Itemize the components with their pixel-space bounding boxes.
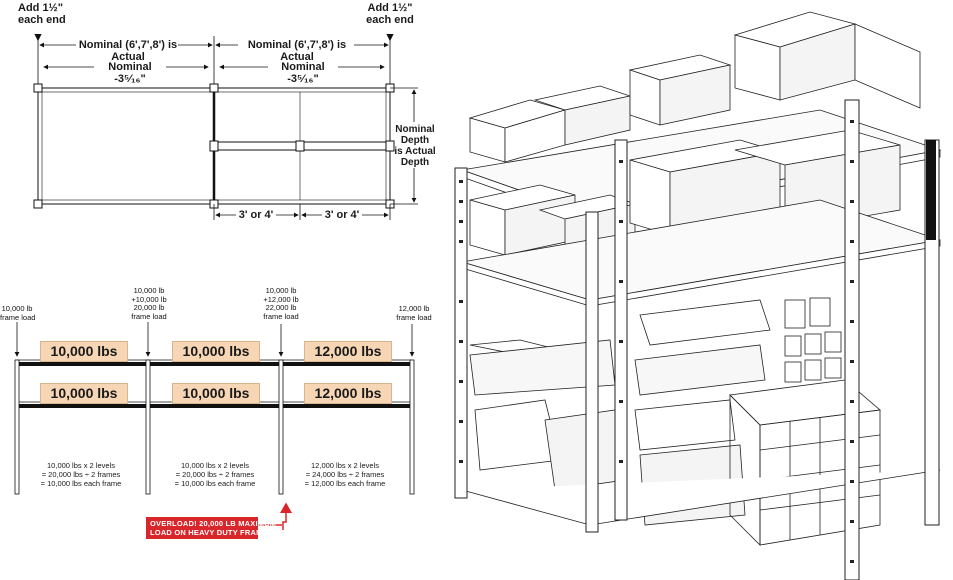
frame-note-1: 10,000 lb frame load	[0, 304, 36, 322]
calc-bay-1: 10,000 lbs x 2 levels = 20,000 lbs ÷ 2 f…	[40, 461, 122, 488]
load-box-bottom-3: 12,000 lbs	[304, 383, 392, 404]
load-box-top-3: 12,000 lbs	[304, 341, 392, 362]
calc-bay-3: 12,000 lbs x 2 levels = 24,000 lbs ÷ 2 f…	[304, 461, 386, 488]
nominal-actual-left-label: Nominal (6',7',8') is Actual	[78, 39, 178, 63]
depth-option-right-label: 3' or 4'	[324, 209, 360, 221]
depth-label: Nominal Depth is Actual Depth	[394, 124, 436, 168]
overload-warning-badge: OVERLOAD! 20,000 LB MAXIMUM LOAD ON HEAV…	[146, 517, 276, 539]
frame-note-4: 12,000 lb frame load	[396, 304, 432, 322]
calc-bay-2: 10,000 lbs x 2 levels = 20,000 lbs ÷ 2 f…	[174, 461, 256, 488]
depth-option-left-label: 3' or 4'	[238, 209, 274, 221]
load-box-bottom-2: 10,000 lbs	[172, 383, 260, 404]
nominal-actual-right-label: Nominal (6',7',8') is Actual	[247, 39, 347, 63]
add-right-label: Add 1½" each end	[366, 2, 414, 26]
load-box-top-1: 10,000 lbs	[40, 341, 128, 362]
nominal-minus-right-label: Nominal -3⁵⁄₁₆"	[281, 61, 325, 85]
frame-note-2: 10,000 lb +10,000 lb 20,000 lb frame loa…	[131, 286, 167, 321]
load-box-bottom-1: 10,000 lbs	[40, 383, 128, 404]
nominal-minus-left-label: Nominal -3⁵⁄₁₆"	[108, 61, 152, 85]
frame-note-3: 10,000 lb +12,000 lb 22,000 lb frame loa…	[263, 286, 299, 321]
load-box-top-2: 10,000 lbs	[172, 341, 260, 362]
add-left-label: Add 1½" each end	[18, 2, 66, 26]
